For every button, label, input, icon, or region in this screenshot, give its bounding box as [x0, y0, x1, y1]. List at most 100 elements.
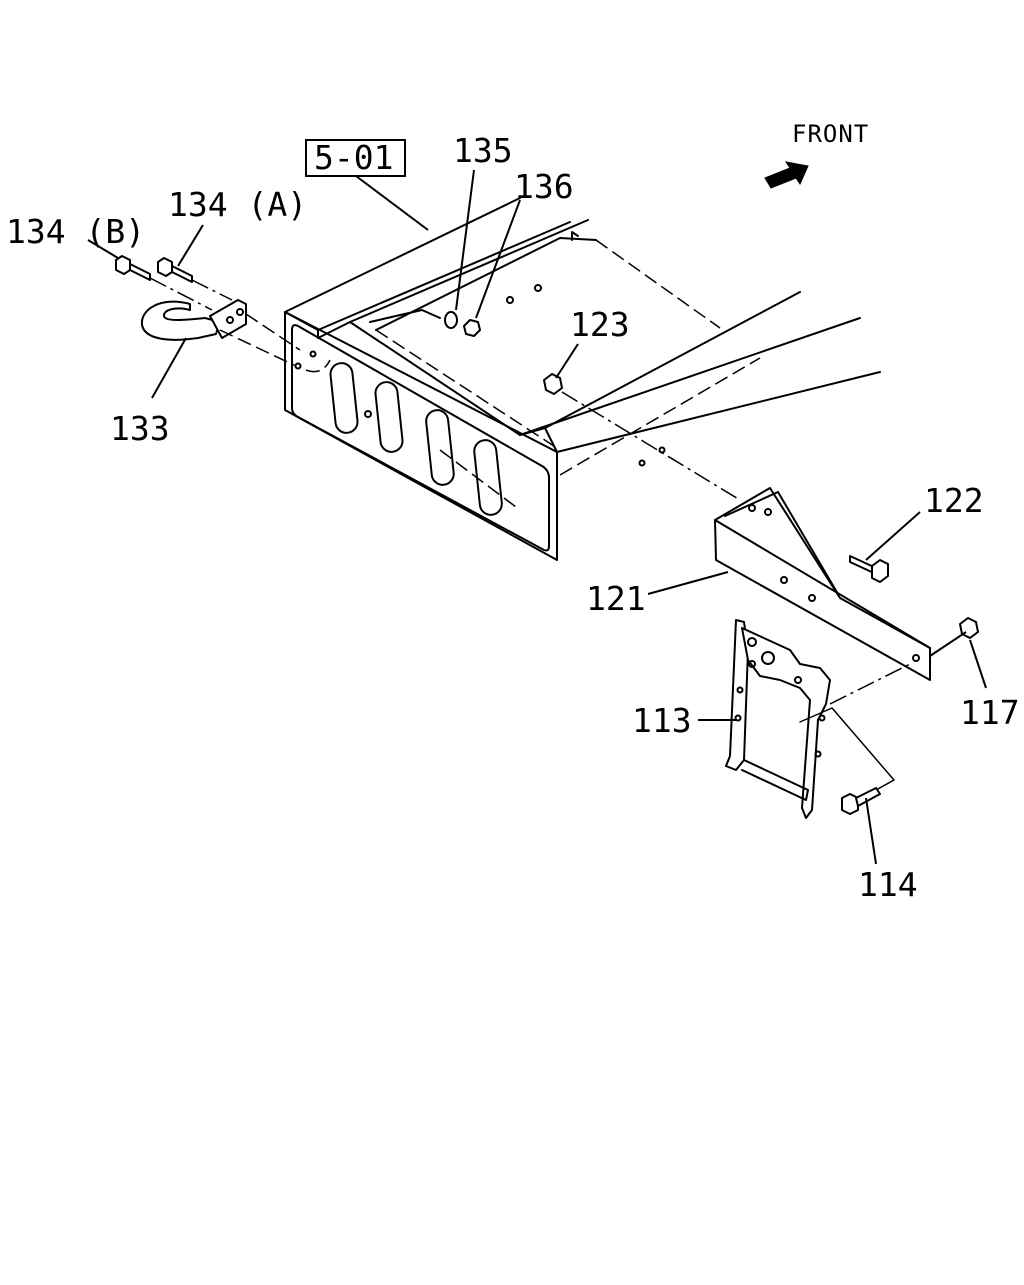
- bracket-113-hole-6: [814, 750, 822, 758]
- front-label: FRONT: [792, 120, 869, 148]
- bolt-114-group: [841, 787, 881, 865]
- frame-slot-3: [425, 409, 455, 486]
- leader-114: [865, 797, 877, 865]
- bolt-122-head: [871, 559, 889, 583]
- bracket-113-hole-5: [818, 714, 826, 722]
- frame-front-inner-panel: [291, 324, 550, 552]
- frame-corner-link: [544, 427, 558, 453]
- bracket-113-hole-3: [748, 660, 756, 668]
- tow-hook-hidden-1: [245, 313, 301, 351]
- leader-136: [475, 199, 521, 319]
- front-indicator: FRONT: [764, 120, 869, 189]
- bracket-121-hole-2: [764, 508, 772, 516]
- fastener-135-136: [444, 169, 521, 337]
- frame-opening: [369, 309, 441, 323]
- bracket-113-reference-outline: [799, 707, 895, 791]
- reference-frame: [305, 139, 406, 177]
- nut-117-axis: [929, 631, 967, 657]
- callout-114: 114: [858, 865, 918, 904]
- leader-121: [647, 571, 729, 595]
- bracket-113-plate: [741, 627, 831, 819]
- bracket-113: [698, 619, 911, 819]
- bolt-122-group: [849, 511, 921, 583]
- frame-hidden-rail-4: [439, 449, 521, 511]
- tow-hook-133: [140, 300, 221, 341]
- tow-hook-hole-1: [226, 316, 234, 324]
- frame-side-rail-mid: [519, 317, 861, 436]
- frame-top-edge-left: [284, 197, 521, 313]
- frame-side-rail-top: [544, 291, 801, 429]
- frame-hole-hook-2: [309, 350, 317, 358]
- frame-side-hole-2: [658, 446, 666, 454]
- frame-tab: [571, 231, 579, 241]
- callout-121: 121: [586, 579, 646, 618]
- reference-leader: [355, 175, 429, 231]
- bracket-121-gusset: [724, 491, 839, 595]
- callout-135: 135: [453, 131, 513, 170]
- bracket-121-hole-5: [912, 654, 920, 662]
- bolt-114-head: [841, 793, 859, 815]
- frame-top-rail-back: [284, 221, 571, 331]
- bracket-121: [647, 487, 931, 681]
- nut-136: [463, 319, 481, 337]
- nut-123-axis: [561, 391, 741, 501]
- bracket-121-hole-3: [780, 576, 788, 584]
- frame-slot-1: [329, 362, 359, 434]
- tow-hook-hole-2: [236, 308, 244, 316]
- bracket-113-bottom-rail: [741, 759, 809, 801]
- bolt-134b-axis: [149, 277, 213, 311]
- bolt-134a-axis: [191, 279, 233, 301]
- front-arrow-icon: [764, 161, 809, 189]
- bracket-121-fold: [714, 519, 931, 649]
- bolt-134a: [157, 257, 233, 301]
- bolt-134b-shank: [129, 263, 151, 281]
- frame-slot-2: [374, 381, 404, 453]
- frame-inner-edge: [375, 237, 597, 331]
- nut-117-group: [929, 617, 987, 689]
- frame-side-hole-1: [638, 459, 646, 467]
- frame-top-hole-1: [506, 296, 514, 304]
- leader-134b: [87, 239, 119, 259]
- leader-133: [151, 337, 187, 399]
- tow-hook-group: [87, 224, 331, 399]
- bracket-121-hole-1: [748, 504, 756, 512]
- callout-133: 133: [110, 409, 170, 448]
- bolt-134b: [115, 255, 213, 311]
- frame-front-face: [284, 311, 558, 561]
- leader-122: [865, 511, 921, 561]
- bracket-113-hole-7: [736, 686, 744, 694]
- bracket-113-hole-8: [734, 714, 742, 722]
- callout-136: 136: [514, 167, 574, 206]
- callout-134b: 134 (B): [6, 212, 145, 251]
- callout-122: 122: [924, 481, 984, 520]
- bracket-113-hole-2: [761, 651, 775, 665]
- fastener-123: [543, 343, 741, 501]
- bolt-134b-head: [115, 255, 131, 275]
- callout-117: 117: [960, 693, 1020, 732]
- bracket-113-left-arm: [725, 619, 749, 771]
- callout-labels: 134 (B) 134 (A) 133 135 136 123 122 121 …: [6, 131, 1020, 904]
- frame-side-rail-bottom: [556, 371, 881, 453]
- frame-assembly: [284, 197, 881, 561]
- tow-hook-hidden-2: [219, 329, 297, 367]
- frame-hidden-rail-2: [375, 329, 561, 451]
- bolt-114-shank: [855, 787, 881, 807]
- leader-134a: [177, 224, 204, 267]
- nut-123: [543, 373, 563, 395]
- frame-hole-hook-1: [294, 362, 302, 370]
- frame-top-hole-2: [534, 284, 542, 292]
- bolt-134a-shank: [171, 265, 193, 283]
- leader-135: [455, 169, 475, 311]
- reference-box: 5-01: [305, 138, 429, 231]
- bracket-121-hole-4: [808, 594, 816, 602]
- bracket-113-hole-4: [794, 676, 802, 684]
- callout-123: 123: [570, 305, 630, 344]
- frame-hidden-rail-3: [559, 357, 761, 476]
- callout-113: 113: [632, 701, 692, 740]
- washer-135: [444, 311, 458, 329]
- bolt-134a-head: [157, 257, 173, 277]
- tow-hook-hidden-3: [305, 359, 331, 373]
- frame-hidden-rail-1: [595, 239, 721, 329]
